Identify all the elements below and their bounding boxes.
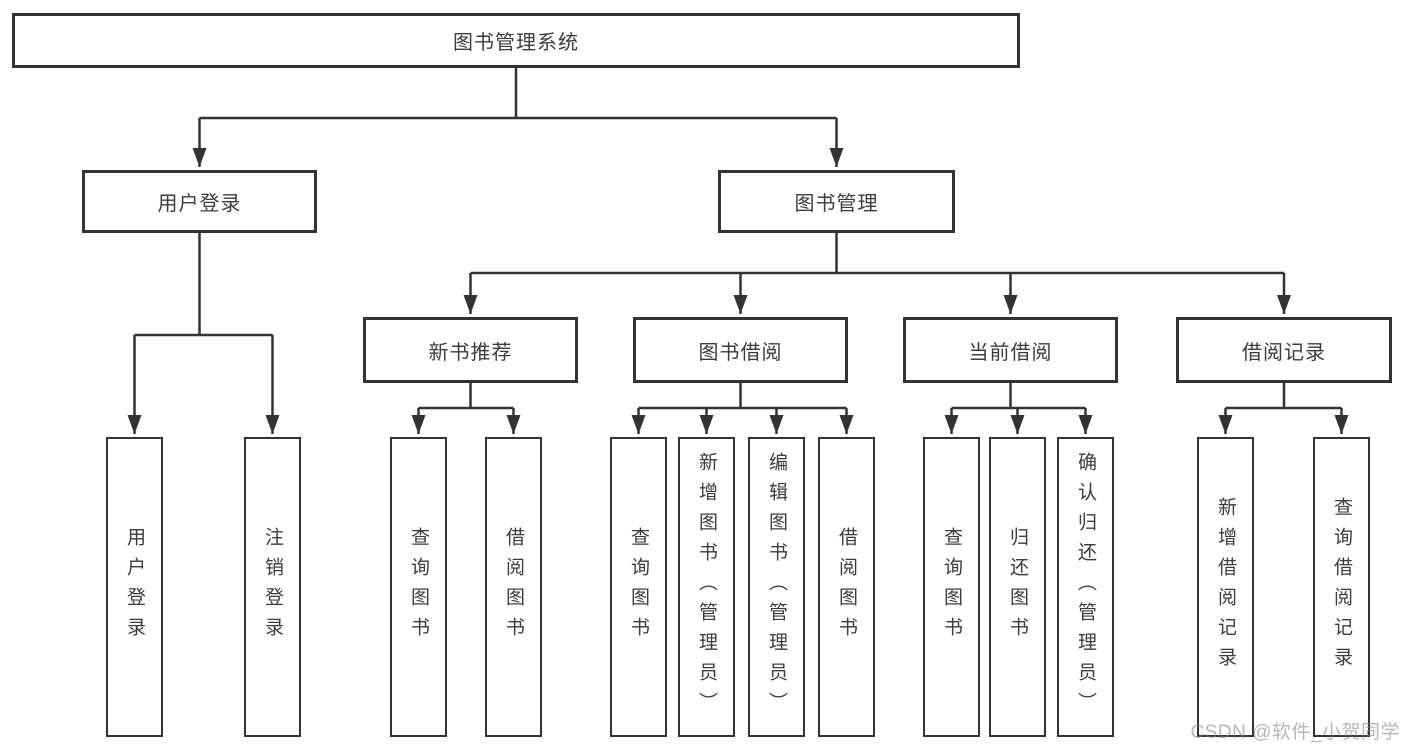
node-cb-return-book-label: 归还图书 <box>1007 527 1028 647</box>
node-book-mgmt: 图书管理 <box>718 170 955 233</box>
node-bb-query-book-label: 查询图书 <box>628 527 649 647</box>
watermark: CSDN @软件_小贺同学 <box>1190 722 1400 743</box>
node-user-login-label: 用户登录 <box>157 193 242 215</box>
node-bb-borrow-book: 借阅图书 <box>818 437 875 737</box>
node-nbr-query-book-label: 查询图书 <box>408 527 429 647</box>
node-nbr-borrow-book: 借阅图书 <box>485 437 542 737</box>
node-nbr-borrow-book-label: 借阅图书 <box>503 527 524 647</box>
node-cb-query-book: 查询图书 <box>923 437 980 737</box>
node-book-borrow-label: 图书借阅 <box>698 341 783 364</box>
node-bb-borrow-book-label: 借阅图书 <box>836 527 857 647</box>
node-nbr-query-book: 查询图书 <box>390 437 447 737</box>
node-book-mgmt-label: 图书管理 <box>794 193 879 215</box>
node-user-login: 用户登录 <box>82 170 317 233</box>
node-borrow-record: 借阅记录 <box>1176 317 1392 383</box>
connector-trunks <box>134 68 1342 410</box>
node-br-add-record-label: 新增借阅记录 <box>1215 497 1236 677</box>
node-cb-confirm-return-label: 确认归还（管理员） <box>1075 452 1096 722</box>
node-leaf-user-login-label: 用户登录 <box>124 527 145 647</box>
node-root: 图书管理系统 <box>12 13 1020 68</box>
node-current-borrow-label: 当前借阅 <box>968 341 1053 364</box>
node-new-book-rec-label: 新书推荐 <box>428 341 513 364</box>
node-bb-edit-book-label: 编辑图书（管理员） <box>766 452 787 722</box>
node-new-book-rec: 新书推荐 <box>363 317 578 383</box>
node-br-add-record: 新增借阅记录 <box>1197 437 1254 737</box>
node-cb-query-book-label: 查询图书 <box>941 527 962 647</box>
node-leaf-logout: 注销登录 <box>244 437 301 737</box>
node-leaf-user-login: 用户登录 <box>106 437 163 737</box>
node-root-label: 图书管理系统 <box>453 32 579 54</box>
node-cb-return-book: 归还图书 <box>989 437 1046 737</box>
node-cb-confirm-return: 确认归还（管理员） <box>1057 437 1114 737</box>
node-bb-add-book-label: 新增图书（管理员） <box>696 452 717 722</box>
node-book-borrow: 图书借阅 <box>633 317 848 383</box>
node-current-borrow: 当前借阅 <box>903 317 1118 383</box>
arrowheads <box>127 118 1349 434</box>
node-leaf-logout-label: 注销登录 <box>262 527 283 647</box>
node-bb-query-book: 查询图书 <box>610 437 667 737</box>
node-br-query-record-label: 查询借阅记录 <box>1331 497 1352 677</box>
node-borrow-record-label: 借阅记录 <box>1242 341 1326 364</box>
node-bb-add-book: 新增图书（管理员） <box>678 437 735 737</box>
node-bb-edit-book: 编辑图书（管理员） <box>748 437 805 737</box>
node-br-query-record: 查询借阅记录 <box>1313 437 1370 737</box>
